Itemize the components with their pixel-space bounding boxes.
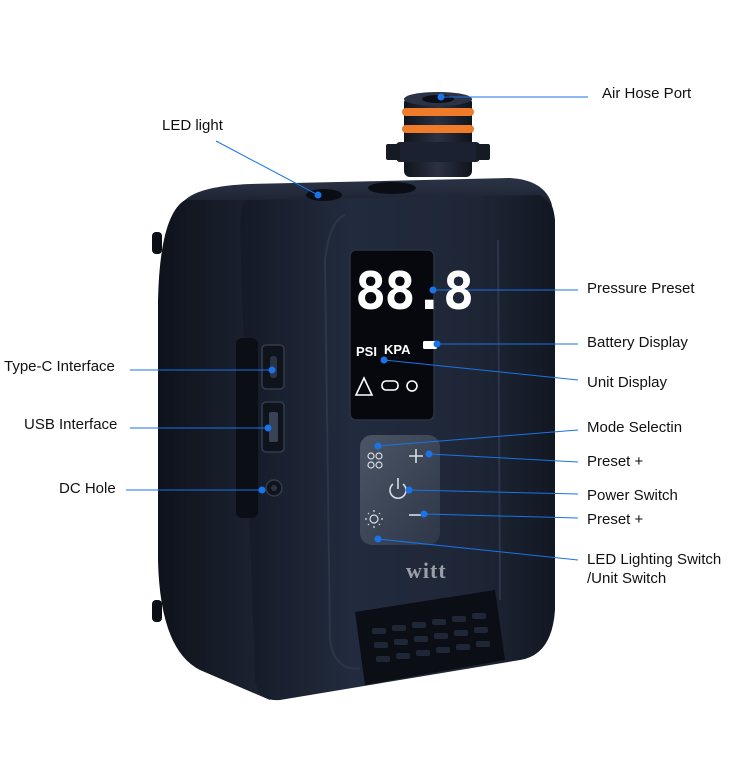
unit-kpa: KPA [384, 342, 411, 357]
label-dc-hole: DC Hole [59, 480, 116, 497]
label-type-c: Type-C Interface [4, 358, 115, 375]
brand-logo: witt [406, 558, 447, 583]
label-power-switch: Power Switch [587, 487, 678, 504]
air-hose-port-part [386, 92, 490, 177]
label-pressure-preset: Pressure Preset [587, 280, 695, 297]
label-led-light: LED light [162, 117, 223, 134]
label-air-hose-port: Air Hose Port [602, 85, 692, 102]
unit-psi: PSI [356, 344, 377, 359]
label-battery-display: Battery Display [587, 334, 688, 351]
label-unit-display: Unit Display [587, 374, 668, 391]
control-pad [360, 435, 440, 545]
label-preset-plus-2: Preset + [587, 511, 644, 528]
label-led-lighting-switch: LED Lighting Switch /Unit Switch [587, 550, 721, 588]
label-preset-plus-1: Preset + [587, 453, 644, 470]
display-digits: 88.8 [355, 262, 474, 322]
label-mode-selection: Mode Selectin [587, 419, 683, 436]
device-body [152, 178, 555, 701]
callout-lines [126, 93, 588, 561]
speaker-grille [355, 590, 505, 685]
lcd-display [349, 249, 437, 421]
label-led-lighting-switch-line1: LED Lighting Switch [587, 551, 722, 568]
label-unit-switch-line2: /Unit Switch [587, 570, 667, 587]
label-usb: USB Interface [24, 416, 118, 433]
